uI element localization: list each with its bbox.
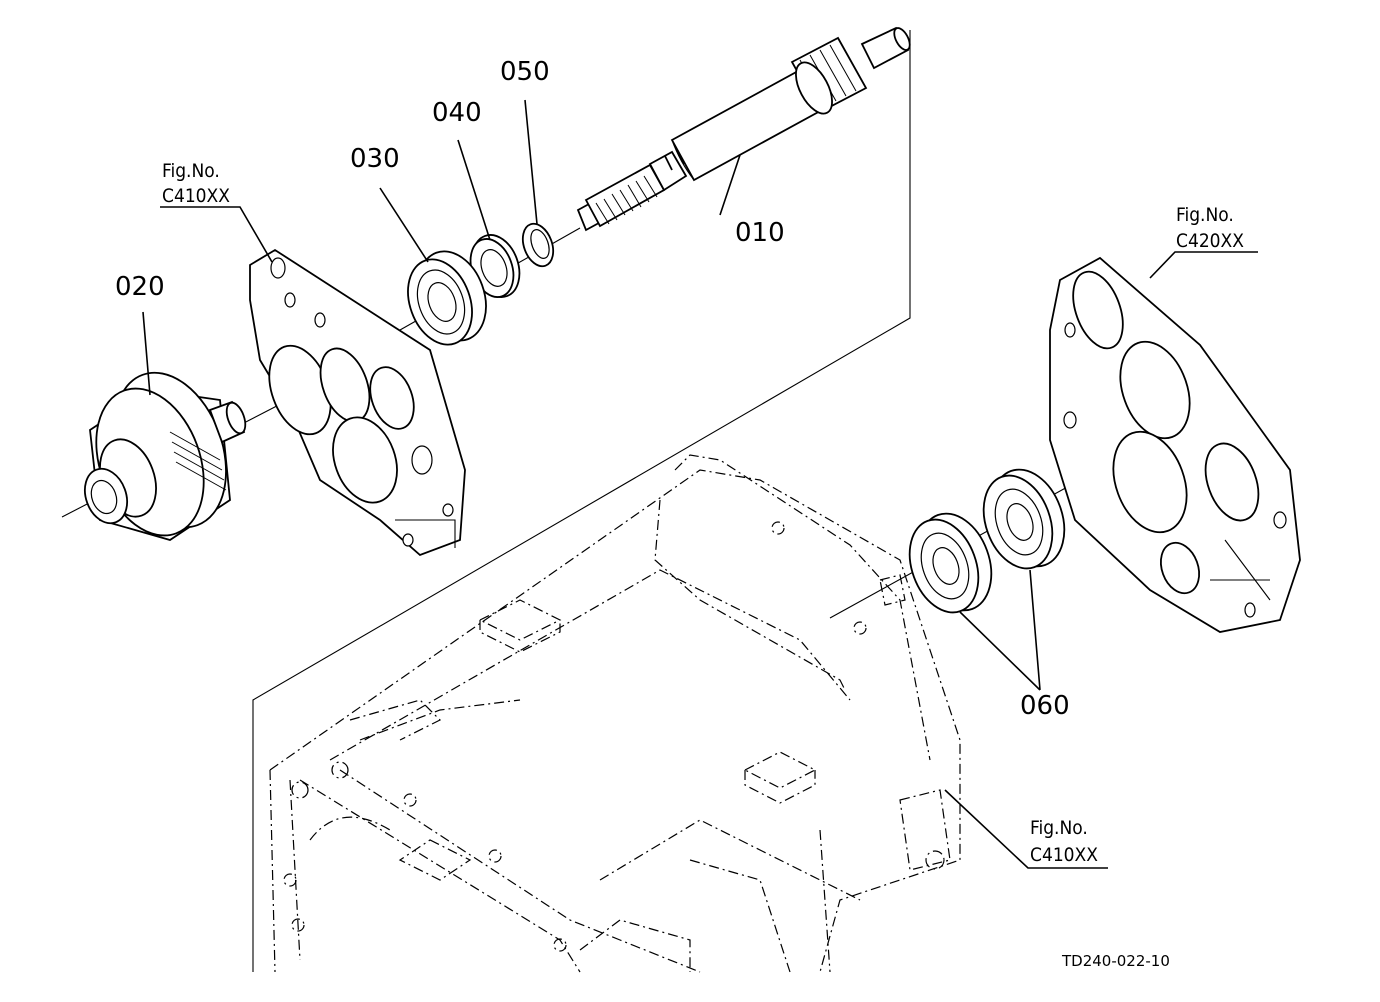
document-code: TD240-022-10 bbox=[1061, 952, 1170, 970]
leader-030 bbox=[379, 187, 429, 263]
clutch-pack-020 bbox=[84, 371, 247, 541]
callout-010: 010 bbox=[735, 218, 785, 248]
bearings-060 bbox=[908, 468, 1066, 614]
figref-upper-left-line1: Fig.No. bbox=[162, 160, 220, 182]
shaft-010 bbox=[576, 26, 911, 232]
leader-040 bbox=[457, 139, 491, 241]
snap-ring-050 bbox=[521, 222, 555, 268]
left-cover-plate bbox=[249, 248, 466, 557]
leader-fig-upper-left bbox=[160, 206, 273, 263]
figure-references: Fig.No. C410XX Fig.No. C420XX Fig.No. C4… bbox=[162, 160, 1244, 866]
frame-lines bbox=[252, 30, 911, 972]
figref-lower-right-line1: Fig.No. bbox=[1030, 817, 1088, 839]
callout-040: 040 bbox=[432, 98, 482, 128]
callout-020: 020 bbox=[115, 272, 165, 302]
leader-fig-right bbox=[1149, 251, 1258, 279]
callout-030: 030 bbox=[350, 144, 400, 174]
figref-right-line2: C420XX bbox=[1176, 230, 1244, 252]
leader-050 bbox=[524, 99, 538, 225]
leader-010 bbox=[719, 154, 741, 216]
callout-060: 060 bbox=[1020, 691, 1070, 721]
figref-upper-left-line2: C410XX bbox=[162, 185, 230, 207]
bearing-030 bbox=[407, 250, 487, 346]
leader-060 bbox=[959, 569, 1041, 691]
leader-lines bbox=[142, 99, 1258, 869]
leader-020 bbox=[142, 311, 151, 396]
right-cover-plate bbox=[1049, 256, 1301, 633]
figref-lower-right-line2: C410XX bbox=[1030, 844, 1098, 866]
leader-fig-lower-right bbox=[944, 789, 1108, 869]
transmission-case-phantom bbox=[269, 454, 961, 973]
callout-050: 050 bbox=[500, 57, 550, 87]
callout-labels: 010 020 030 040 050 060 bbox=[115, 57, 1070, 721]
figref-right-line1: Fig.No. bbox=[1176, 204, 1234, 226]
